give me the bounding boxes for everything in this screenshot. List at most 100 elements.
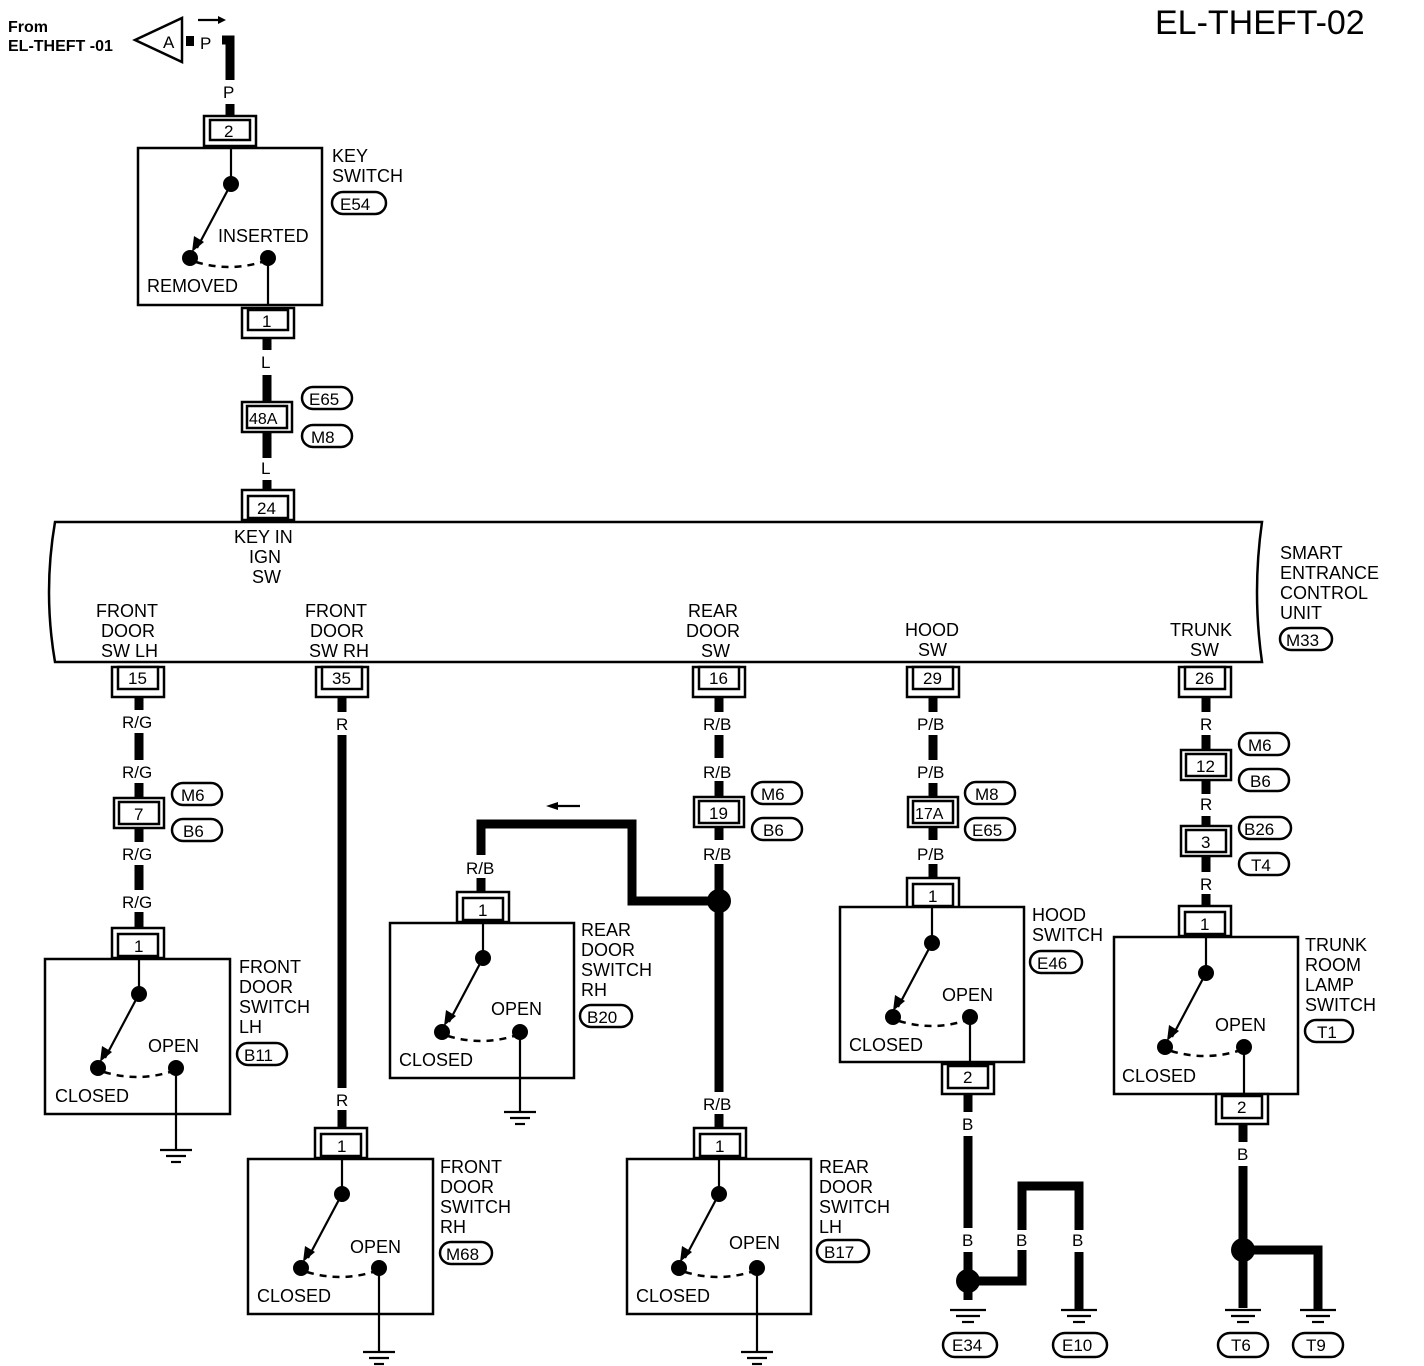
- control-unit-connector-tag: M33: [1278, 626, 1334, 652]
- svg-text:T4: T4: [1251, 856, 1271, 875]
- joint-48a: 48A: [240, 400, 294, 434]
- cu-pin-29: 29: [905, 665, 961, 699]
- rear-lh-name-2: DOOR: [819, 1177, 873, 1197]
- cu-pin-24: 24: [240, 488, 296, 522]
- joint-19: 19: [692, 795, 746, 829]
- wire-b-hood: [963, 1094, 1084, 1310]
- joint-48a-tag-1: E65: [300, 385, 354, 411]
- svg-text:16: 16: [709, 669, 728, 688]
- svg-text:7: 7: [134, 805, 143, 824]
- hood-connector-tag: E46: [1028, 949, 1084, 975]
- rear-door-switch-rh: OPEN CLOSED: [388, 921, 576, 1112]
- svg-text:B6: B6: [1250, 772, 1271, 791]
- front-rh-name-2: DOOR: [440, 1177, 494, 1197]
- svg-text:24: 24: [257, 499, 276, 518]
- wire-r-label-front-rh-2: R: [336, 1091, 348, 1110]
- from-label-line1: From: [8, 19, 48, 36]
- hood-pin1-connector: 1: [905, 876, 961, 910]
- rear-rh-name-4: RH: [581, 980, 607, 1000]
- joint-3-tag-1: B26: [1237, 815, 1293, 841]
- cu-terminal-rear-label: REAR DOOR SW: [686, 601, 740, 661]
- svg-text:M6: M6: [181, 786, 205, 805]
- front-lh-name-1: FRONT: [239, 957, 301, 977]
- from-connector-letter: A: [163, 33, 175, 52]
- ground-tag-e10: E10: [1051, 1331, 1109, 1359]
- joint-19-tag-2: B6: [750, 816, 804, 842]
- trunk-state-open: OPEN: [1215, 1015, 1266, 1035]
- wire-b-label-1: B: [962, 1115, 973, 1134]
- svg-text:2: 2: [963, 1068, 972, 1087]
- svg-text:12: 12: [1196, 757, 1215, 776]
- svg-text:1: 1: [337, 1137, 346, 1156]
- svg-text:B6: B6: [183, 822, 204, 841]
- page-title: EL-THEFT-02: [1155, 4, 1365, 42]
- svg-text:E54: E54: [340, 195, 370, 214]
- front-rh-pin-connector: 1: [313, 1126, 369, 1160]
- wire-rg-label-3: R/G: [122, 845, 152, 864]
- trunk-name-3: LAMP: [1305, 975, 1354, 995]
- svg-text:DOOR: DOOR: [101, 621, 155, 641]
- hood-pin2-connector: 2: [940, 1062, 996, 1096]
- flow-arrow: [546, 802, 580, 810]
- svg-text:3: 3: [1201, 833, 1210, 852]
- svg-text:1: 1: [1200, 915, 1209, 934]
- svg-text:DOOR: DOOR: [310, 621, 364, 641]
- svg-text:35: 35: [332, 669, 351, 688]
- control-unit-name-4: UNIT: [1280, 603, 1322, 623]
- svg-text:M6: M6: [1248, 736, 1272, 755]
- control-unit-box: [47, 520, 1264, 664]
- svg-text:REAR: REAR: [688, 601, 738, 621]
- rear-lh-connector-tag: B17: [815, 1238, 871, 1264]
- svg-text:E65: E65: [972, 821, 1002, 840]
- svg-text:FRONT: FRONT: [96, 601, 158, 621]
- ground-symbol: [1225, 1308, 1336, 1324]
- key-state-inserted: INSERTED: [218, 226, 309, 246]
- wire-r-trunk-label-3: R: [1200, 875, 1212, 894]
- wire-r-trunk-label-1: R: [1200, 715, 1212, 734]
- svg-text:2: 2: [224, 122, 233, 141]
- joint-17a-tag-1: M8: [963, 780, 1017, 806]
- rear-rh-name-3: SWITCH: [581, 960, 652, 980]
- wire-pb-label-2: P/B: [917, 763, 944, 782]
- joint-7: 7: [112, 796, 166, 830]
- joint-17a: 17A: [906, 795, 960, 829]
- wire-rg-label-4: R/G: [122, 893, 152, 912]
- svg-text:E46: E46: [1037, 954, 1067, 973]
- control-unit-name-3: CONTROL: [1280, 583, 1368, 603]
- wire-b-label-4: B: [1072, 1231, 1083, 1250]
- svg-text:B20: B20: [587, 1008, 617, 1027]
- joint-19-tag-1: M6: [750, 780, 804, 806]
- trunk-state-closed: CLOSED: [1122, 1066, 1196, 1086]
- svg-text:1: 1: [262, 312, 271, 331]
- svg-text:M68: M68: [446, 1245, 479, 1264]
- svg-text:SW: SW: [1190, 640, 1219, 660]
- svg-text:M6: M6: [761, 785, 785, 804]
- svg-text:29: 29: [923, 669, 942, 688]
- svg-text:T6: T6: [1231, 1336, 1251, 1355]
- rear-lh-state-open: OPEN: [729, 1233, 780, 1253]
- rear-door-switch-lh: OPEN CLOSED: [625, 1157, 813, 1352]
- ground-symbol: [504, 1110, 536, 1126]
- joint-3: 3: [1179, 824, 1233, 858]
- svg-text:HOOD: HOOD: [905, 620, 959, 640]
- front-lh-state-open: OPEN: [148, 1036, 199, 1056]
- front-lh-pin-connector: 1: [110, 926, 166, 960]
- svg-text:SW LH: SW LH: [101, 641, 158, 661]
- ground-symbol: [950, 1308, 1097, 1324]
- svg-text:2: 2: [1237, 1098, 1246, 1117]
- front-door-switch-rh: OPEN CLOSED: [246, 1157, 435, 1352]
- rear-splice-dot: [707, 889, 731, 913]
- svg-text:B26: B26: [1244, 820, 1274, 839]
- cu-pin-26: 26: [1177, 665, 1233, 699]
- front-lh-name-4: LH: [239, 1017, 262, 1037]
- wire-b-label-2: B: [962, 1231, 973, 1250]
- control-unit-name-1: SMART: [1280, 543, 1343, 563]
- front-rh-name-3: SWITCH: [440, 1197, 511, 1217]
- cu-terminal-hood-label: HOOD SW: [905, 620, 959, 660]
- wire-pb-label-1: P/B: [917, 715, 944, 734]
- cu-terminal-trunk-label: TRUNK SW: [1170, 620, 1232, 660]
- hood-state-open: OPEN: [942, 985, 993, 1005]
- wire-rg-label-2: R/G: [122, 763, 152, 782]
- svg-text:T1: T1: [1317, 1023, 1337, 1042]
